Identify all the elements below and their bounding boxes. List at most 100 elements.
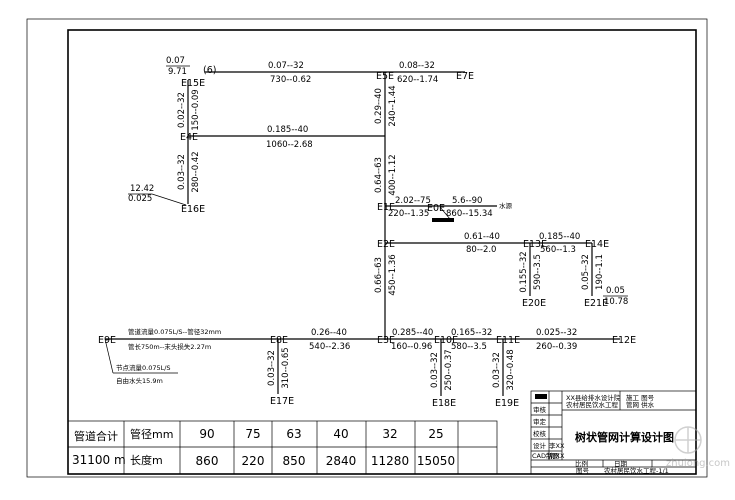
label-h2-13-top: 0.61--40 xyxy=(464,232,500,242)
label-h13-14-top: 0.185--40 xyxy=(539,232,580,242)
table-length-0: 860 xyxy=(196,454,219,468)
table-length-5: 15050 xyxy=(417,454,455,468)
node-e0: E0E xyxy=(427,203,445,214)
label-h0-src-top: 5.6--90 xyxy=(452,196,482,206)
label-h4-5-bot: 1060--2.68 xyxy=(266,140,313,150)
label-h11-12-bot: 260--0.39 xyxy=(536,342,577,352)
label-h4-5-top: 0.185--40 xyxy=(267,125,308,135)
node-e15: E15E xyxy=(181,78,205,89)
horizontal-pipe-labels: 0.07 9.71 12.42 0.025 0.05 10.78 0.07--3… xyxy=(116,56,628,385)
node-e5: E5E xyxy=(376,71,394,82)
label-h8-3-bot: 540--2.36 xyxy=(309,342,350,352)
label-h5-7-bot: 620--1.74 xyxy=(397,75,438,85)
label-h3-10-top: 0.285--40 xyxy=(392,328,433,338)
table-total-value: 31100 m xyxy=(72,453,126,467)
node-e21: E21E xyxy=(584,298,608,309)
title-sheet-label: 图号 xyxy=(576,467,590,475)
title-block: XX县给排水设计院 农村居民饮水工程 施工 图号 管网 供水 树状管网计算设计图… xyxy=(530,390,697,475)
label-v11-19-r: 320--0.48 xyxy=(506,349,516,390)
table-total-label: 管道合计 xyxy=(74,429,118,443)
node-e9: E9E xyxy=(98,335,116,346)
label-h0-src-bot: 860--15.34 xyxy=(446,209,493,219)
table-diameter-5: 25 xyxy=(428,427,443,441)
table-row1-label: 管径mm xyxy=(130,427,173,441)
outer-frame xyxy=(26,18,708,478)
label-e21-top: 0.05 xyxy=(606,286,625,296)
label-v4-1-l: 0.64--63 xyxy=(374,157,384,193)
pipe-e16-leader2 xyxy=(151,193,187,206)
title-drawing-title: 树状管网计算设计图 xyxy=(575,430,674,444)
node-e14: E14E xyxy=(585,239,609,250)
node-e2: E2E xyxy=(377,239,395,250)
pipe-lines xyxy=(104,65,628,396)
label-v15-4-l: 0.02--32 xyxy=(177,92,187,128)
label-v8-17-r: 310--0.65 xyxy=(281,347,291,388)
title-stage-label: 施工 图号 xyxy=(626,393,655,402)
node-e1: E1E xyxy=(377,202,395,213)
table-diameter-1: 75 xyxy=(245,427,260,441)
table-diameter-2: 63 xyxy=(286,427,301,441)
title-footer: 农村居民饮水工程-1/1 xyxy=(604,466,669,475)
label-v2-3-l: 0.66--63 xyxy=(374,257,384,293)
node-e8: E8E xyxy=(270,335,288,346)
node-labels: E15E (6) E5E E7E E4E E16E E1E E0E E2E E1… xyxy=(98,65,636,409)
label-v13-20-l: 0.155--32 xyxy=(519,251,529,292)
label-v14-21-r: 190--1.1 xyxy=(595,254,605,290)
label-e16-top: 12.42 xyxy=(130,184,154,194)
pipe-e9-leader xyxy=(104,338,114,374)
label-v14-21-l: 0.05--32 xyxy=(581,254,591,290)
pipe-summary-table: 管道合计 31100 m 管径mm 长度m 90 75 63 40 32 25 … xyxy=(67,420,498,475)
label-v15-4-r: 150--0.09 xyxy=(191,89,201,130)
table-diameter-0: 90 xyxy=(199,427,214,441)
title-scale-label: 比例 xyxy=(575,459,588,468)
title-block-stamp xyxy=(535,394,547,399)
label-h1-0-bot: 220--1.35 xyxy=(388,209,429,219)
title-role-3: 设计 xyxy=(533,441,547,450)
node-e19: E19E xyxy=(495,398,519,409)
label-e9-note1: 管道流量0.075L/S--管径32mm xyxy=(128,327,221,336)
label-h5-7-top: 0.08--32 xyxy=(399,61,435,71)
label-h3-10-bot: 160--0.96 xyxy=(391,342,432,352)
title-stage-value: 管网 供水 xyxy=(626,400,655,409)
node-e18: E18E xyxy=(432,398,456,409)
watermark-text: zhulong.com xyxy=(666,458,730,469)
node-e11: E11E xyxy=(496,335,520,346)
title-name-3: 李XX xyxy=(549,441,565,450)
e0-pump-mark xyxy=(432,218,454,222)
title-name-4: 周XX xyxy=(549,452,565,460)
e0-pump-stem xyxy=(439,206,451,220)
label-e16-bot: 0.025 xyxy=(128,194,152,204)
label-e9-note2: 管长750m--末头损失2.27m xyxy=(128,342,211,351)
label-h15-5-bot: 730--0.62 xyxy=(270,75,311,85)
table-diameter-3: 40 xyxy=(333,427,348,441)
label-h8-3-top: 0.26--40 xyxy=(311,328,347,338)
label-e21-bot: 10.78 xyxy=(604,297,628,307)
label-v8-17-l: 0.03--32 xyxy=(267,350,277,386)
table-length-2: 850 xyxy=(283,454,306,468)
table-length-1: 220 xyxy=(242,454,265,468)
label-e9-note4: 自由水头15.9m xyxy=(116,376,163,385)
label-v10-18-r: 250--0.37 xyxy=(444,349,454,390)
label-h11-12-top: 0.025--32 xyxy=(536,328,577,338)
table-length-4: 11280 xyxy=(371,454,409,468)
label-h13-14-bot: 560--1.3 xyxy=(540,245,576,255)
label-v10-18-l: 0.03--32 xyxy=(430,352,440,388)
label-v2-3-r: 450--1.36 xyxy=(388,254,398,295)
node-e4: E4E xyxy=(180,132,198,143)
label-h10-11-top: 0.165--32 xyxy=(451,328,492,338)
table-row2-label: 长度m xyxy=(130,453,163,467)
label-v4-16-r: 280--0.42 xyxy=(191,151,201,192)
title-role-4: CAD制图 xyxy=(532,451,559,460)
label-h10-11-bot: 580--3.5 xyxy=(451,342,487,352)
node-e20: E20E xyxy=(522,298,546,309)
table-length-3: 2840 xyxy=(326,454,357,468)
label-h15-5-top: 0.07--32 xyxy=(268,61,304,71)
label-e15-top: 0.07 xyxy=(166,56,185,66)
label-v11-19-l: 0.03--32 xyxy=(492,352,502,388)
node-e17: E17E xyxy=(270,396,294,407)
title-date-label: 日期 xyxy=(614,460,628,468)
title-role-0: 审核 xyxy=(533,405,547,414)
label-v4-1-r: 400--1.12 xyxy=(388,154,398,195)
node-e16: E16E xyxy=(181,204,205,215)
